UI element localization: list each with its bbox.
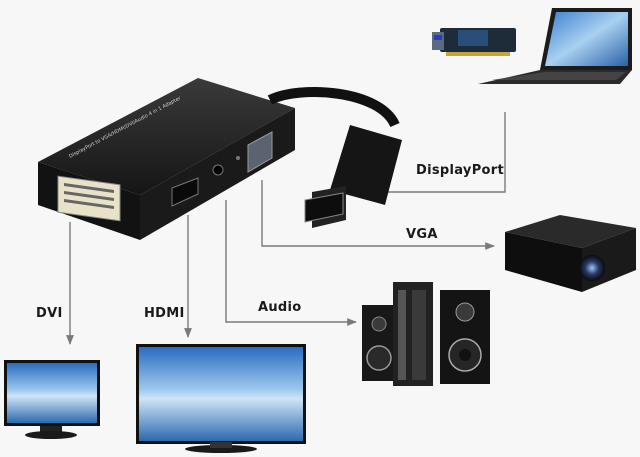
projector: [505, 215, 636, 292]
adapter-body: [38, 78, 295, 240]
arrow-audio: [225, 200, 357, 326]
label-hdmi: HDMI: [144, 306, 185, 321]
label-vga: VGA: [406, 227, 438, 242]
graphics-card: [432, 28, 516, 56]
arrow-displayport: [377, 112, 506, 196]
laptop: [478, 8, 632, 84]
label-displayport: DisplayPort: [416, 163, 504, 178]
dvi-monitor: [4, 360, 100, 439]
displayport-cable: [267, 87, 402, 228]
connection-arrows: [66, 112, 506, 345]
label-audio: Audio: [258, 300, 302, 315]
hdmi-tv: [136, 344, 306, 453]
speakers: [362, 282, 490, 386]
label-dvi: DVI: [36, 306, 63, 321]
arrow-vga: [261, 180, 495, 250]
